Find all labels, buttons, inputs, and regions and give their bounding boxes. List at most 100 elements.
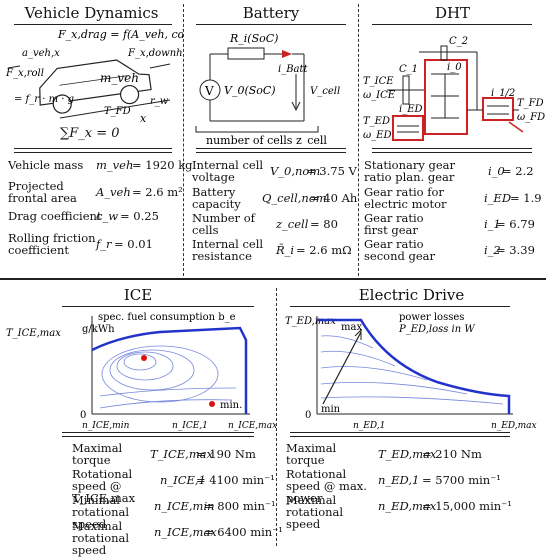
ice-xtick-min: n_ICE,min — [82, 421, 130, 431]
battery-param-label: Internal cell voltage — [192, 158, 264, 184]
label-ri: R_i(SoC) — [229, 32, 278, 45]
clutch-c1 — [402, 75, 410, 105]
ice-max-torque-curve — [91, 326, 248, 414]
vehicle-param-symbol: c_w — [96, 209, 119, 223]
force-arrow-a — [7, 65, 21, 69]
battery-param-value: = 80 — [310, 217, 338, 231]
ed-contours — [320, 335, 504, 405]
ed-xtick-max: n_ED,max — [491, 421, 537, 431]
ice-param-symbol: n_ICE,1 — [160, 473, 206, 487]
resistor — [227, 47, 265, 60]
dht-double-rule — [372, 148, 532, 153]
ed-min-label: min — [321, 404, 341, 415]
vehicle-diagram: F_x,drag = f(A_veh, cd, v_veh,x) m_veh a… — [5, 28, 183, 125]
ice-param-label: Maximal rotational speed — [72, 519, 130, 557]
ice-xtick-1: n_ICE,1 — [172, 421, 208, 431]
ice-double-rule — [62, 432, 254, 437]
battery-param-label: Battery capacity — [192, 185, 241, 211]
ice-param-value: = 190 Nm — [196, 447, 256, 461]
vehicle-param-value: = 2.6 m² — [132, 185, 183, 199]
vehicle-title-rule — [14, 24, 172, 25]
divider-vehicle-battery — [183, 4, 184, 276]
ice-map: T_ICE,max spec. fuel consumption b_e g/k… — [6, 312, 276, 431]
ice-param-symbol: T_ICE,max — [150, 447, 214, 461]
dht-title: DHT — [434, 4, 471, 22]
battery-title-rule — [196, 24, 346, 25]
ice-legend-unit: g/kWh — [82, 324, 115, 335]
dht-param-label: Gear ratio first gear — [364, 211, 424, 237]
ed-double-rule — [290, 432, 510, 437]
ed-zero: 0 — [305, 410, 311, 421]
current-arrow — [282, 50, 292, 58]
label-v: V — [204, 84, 214, 98]
ed-param-label: Rotational speed @ max. power — [286, 467, 367, 505]
label-ted: T_ED — [363, 116, 390, 127]
label-i0: i_0 — [447, 62, 462, 73]
road-line — [59, 99, 171, 119]
dht-title-rule — [372, 24, 532, 25]
label-tice: T_ICE — [363, 76, 394, 87]
label-i12: i_1/2 — [491, 88, 515, 99]
cells-brace — [195, 126, 319, 133]
battery-param-symbol: R̄_i — [276, 243, 295, 257]
ice-param-value: = 6400 min⁻¹ — [204, 525, 283, 539]
dht-param-label: Gear ratio for electric motor — [364, 185, 447, 211]
ed-param-label: Maximal torque — [286, 441, 337, 467]
vehicle-param-symbol: m_veh — [96, 158, 134, 172]
label-ied: i_ED — [399, 104, 423, 115]
label-ibatt: i_Batt — [278, 64, 309, 75]
label-fx-downhill: F_x,downhill — [127, 48, 183, 59]
label-wice: ω_ICE — [363, 90, 396, 101]
label-tfd: T_FD — [104, 106, 131, 117]
ed-loss-arrow — [322, 331, 362, 405]
ice-param-value: = 800 min⁻¹ — [204, 499, 276, 513]
vehicle-param-label: Rolling friction coefficient — [8, 231, 96, 257]
battery-param-value: = 40 Ah — [310, 191, 358, 205]
ice-param-label: Rotational speed @ T_ICE,max — [72, 467, 136, 505]
ed-param-label: Maximal rotational speed — [286, 493, 344, 531]
ice-ylabel: T_ICE,max — [6, 328, 61, 339]
dht-param-symbol: i_1 — [484, 217, 501, 231]
ice-param-label: Minimal rotational speed — [72, 493, 130, 531]
ed-max-label: max — [341, 322, 362, 333]
ice-param-value: = 4100 min⁻¹ — [196, 473, 275, 487]
ed-param-value: = 15,000 min⁻¹ — [422, 499, 512, 513]
label-c1: C_1 — [399, 64, 418, 75]
dht-param-value: = 2.2 — [502, 164, 534, 178]
car-body — [39, 59, 152, 114]
ice-param-symbol: n_ICE,max — [154, 525, 217, 539]
ice-optimum-marker — [141, 355, 147, 361]
label-wfd: ω_FD — [517, 112, 545, 123]
dht-param-symbol: i_ED — [484, 191, 512, 205]
battery-param-label: Number of cells — [192, 211, 255, 237]
force-arrow-down — [149, 63, 171, 69]
label-roll: = f_r · m · g — [14, 94, 74, 105]
ice-title-rule — [62, 306, 254, 307]
clutch-c2 — [440, 45, 448, 61]
vehicle-param-value: = 0.25 — [120, 209, 159, 223]
ed-title-rule — [290, 306, 510, 307]
dht-param-value: = 3.39 — [496, 243, 535, 257]
vehicle-sum: ∑F_x = 0 — [60, 126, 120, 141]
output-gear-box — [482, 97, 514, 121]
vehicle-param-value: = 1920 kg — [132, 158, 193, 172]
dht-param-label: Stationary gear ratio plan. gear — [364, 158, 456, 184]
ed-legend2: P_ED,loss in W — [398, 324, 475, 335]
battery-param-symbol: V_0,nom — [270, 164, 321, 178]
dht-param-label: Gear ratio second gear — [364, 237, 436, 263]
ed-param-symbol: T_ED,max — [378, 447, 437, 461]
label-aveh: a_veh,x — [22, 48, 60, 59]
vehicle-param-symbol: f_r — [96, 237, 112, 251]
battery-param-symbol: Q_cell,nom — [262, 191, 327, 205]
ice-legend: spec. fuel consumption b_e — [98, 312, 236, 323]
label-mveh: m_veh — [100, 71, 139, 85]
ed-param-symbol: n_ED,max — [378, 499, 437, 513]
dht-param-value: = 6.79 — [496, 217, 535, 231]
label-v0: V_0(SoC) — [224, 84, 276, 97]
ice-min-label: min. — [220, 400, 242, 411]
ed-map: T_ED,max power losses P_ED,loss in W 0 m… — [285, 312, 537, 431]
wheel-rear — [119, 84, 140, 105]
dht-diagram: C_2 C_1 i_0 i_1/2 T_ICE ω_ICE i_ED T_ED … — [363, 36, 545, 141]
dht-param-symbol: i_0 — [488, 164, 505, 178]
